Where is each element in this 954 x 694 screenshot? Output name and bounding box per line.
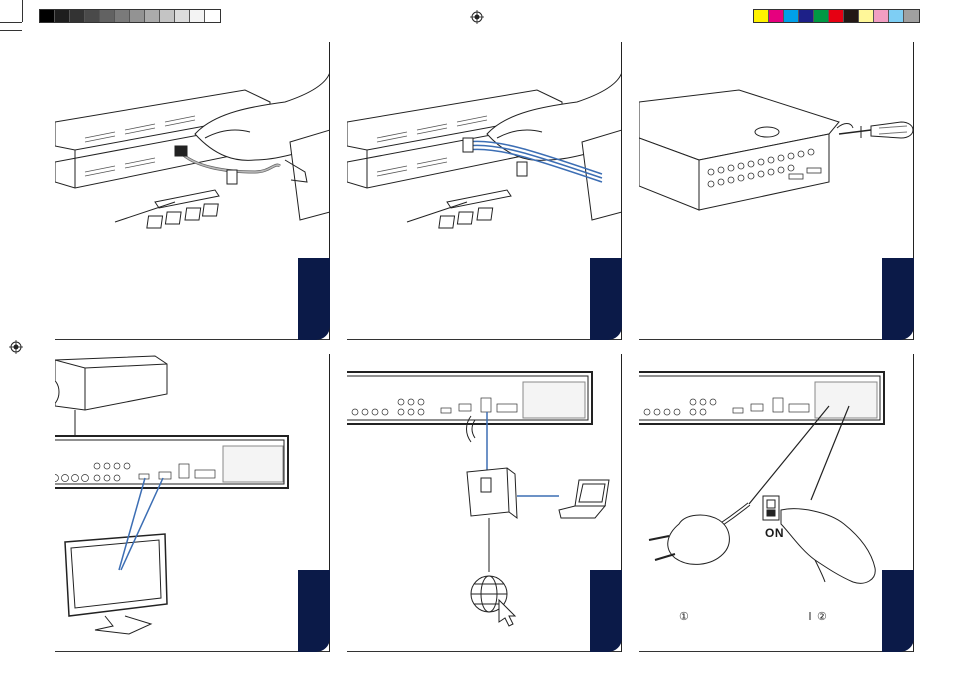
step-tab [882, 570, 914, 652]
power-switch-icon [763, 496, 779, 520]
power-plug-icon [649, 504, 749, 564]
step-tab [298, 258, 330, 340]
step-1-label: ① [679, 610, 689, 623]
calibration-swatch [100, 10, 115, 22]
calibration-swatch [814, 10, 829, 22]
panel-baseline [639, 651, 914, 652]
calibration-swatch [160, 10, 175, 22]
calibration-swatch [844, 10, 859, 22]
laptop-icon [559, 480, 609, 518]
calibration-swatch [769, 10, 784, 22]
camera-icon [55, 356, 167, 410]
internet-globe-icon [471, 576, 515, 626]
panel-baseline [55, 339, 330, 340]
camera-monitor-connection-illustration [55, 354, 330, 652]
panel-6-power: ON ① ② [639, 354, 914, 652]
calibration-swatch [115, 10, 130, 22]
registration-mark-icon [470, 10, 484, 24]
panel-baseline [639, 339, 914, 340]
calibration-swatch [829, 10, 844, 22]
crop-mark [0, 30, 22, 31]
power-connection-illustration [639, 354, 914, 652]
calibration-swatch [175, 10, 190, 22]
calibration-swatch [205, 10, 220, 22]
calibration-swatch [70, 10, 85, 22]
step-tab [590, 570, 622, 652]
calibration-swatch [784, 10, 799, 22]
step-tab [882, 258, 914, 340]
step-2-label: ② [817, 610, 827, 623]
calibration-swatch [145, 10, 160, 22]
crop-mark [22, 0, 23, 22]
registration-mark-icon [9, 340, 23, 354]
crop-mark [0, 22, 22, 23]
panel-baseline [347, 651, 622, 652]
color-calibration-strip [753, 9, 920, 23]
on-label: ON [765, 526, 784, 540]
monitor-icon [65, 534, 167, 634]
calibration-swatch [40, 10, 55, 22]
calibration-swatch [889, 10, 904, 22]
hdd-power-cable-illustration [347, 42, 622, 340]
panel-4-camera-monitor [55, 354, 330, 652]
router-icon [467, 468, 517, 518]
calibration-swatch [190, 10, 205, 22]
step-tab [298, 570, 330, 652]
network-connection-illustration [347, 354, 622, 652]
calibration-swatch [754, 10, 769, 22]
panel-3-close-case [639, 42, 914, 340]
calibration-swatch [904, 10, 919, 22]
step-tab [590, 258, 622, 340]
panel-baseline [347, 339, 622, 340]
panel-5-network [347, 354, 622, 652]
panel-2-hdd-power-cable [347, 42, 622, 340]
panel-baseline [55, 651, 330, 652]
screwdriver-close-case-illustration [639, 42, 914, 340]
calibration-swatch [130, 10, 145, 22]
panel-1-hdd-data-cable [55, 42, 330, 340]
calibration-swatch [859, 10, 874, 22]
hdd-sata-cable-illustration [55, 42, 330, 340]
calibration-swatch [85, 10, 100, 22]
calibration-swatch [799, 10, 814, 22]
grayscale-calibration-strip [39, 9, 221, 23]
calibration-swatch [55, 10, 70, 22]
calibration-swatch [874, 10, 889, 22]
